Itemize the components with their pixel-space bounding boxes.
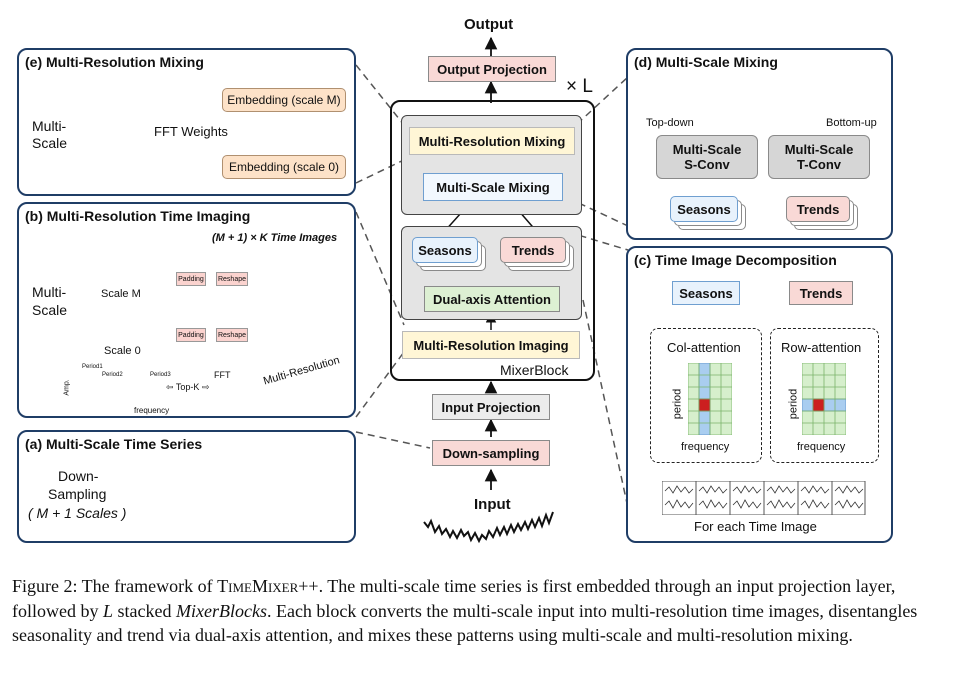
row-attention-box <box>770 328 879 463</box>
panel-a-down: Down- <box>58 468 99 484</box>
seasons-box: Seasons <box>412 237 478 263</box>
col-attention-label: Col-attention <box>667 340 741 355</box>
panel-a-sampling: Sampling <box>48 486 107 502</box>
padding-box-0: Padding <box>176 328 206 342</box>
reshape-box-m: Reshape <box>216 272 248 286</box>
times-l-label: × L <box>566 76 593 97</box>
downsampling-box: Down-sampling <box>432 440 550 466</box>
period1-label: Period1 <box>82 364 103 370</box>
panel-e-multi: Multi- <box>32 118 67 134</box>
ms-mixing-box: Multi-Scale Mixing <box>423 173 563 201</box>
fft-weights-label: FFT Weights <box>154 124 228 139</box>
mixerblock-label: MixerBlock <box>500 362 569 378</box>
figure-caption: Figure 2: The framework of TimeMixer++. … <box>12 574 962 648</box>
caption-L: L <box>102 600 113 621</box>
embedding-scale-m: Embedding (scale M) <box>222 88 346 112</box>
topk-text: Top-K <box>175 382 200 392</box>
time-images-label: (M + 1) × K Time Images <box>212 232 338 244</box>
sconv-box: Multi-Scale S-Conv <box>656 135 758 179</box>
panel-e-scale: Scale <box>32 135 68 151</box>
c-trends-box: Trends <box>789 281 853 305</box>
caption-part-2: . The multi-scale time series is first e… <box>12 576 896 621</box>
mr-imaging-box: Multi-Resolution Imaging <box>402 331 580 359</box>
output-projection-box: Output Projection <box>428 56 556 82</box>
d-trends-box: Trends <box>786 196 850 222</box>
output-label: Output <box>464 16 514 33</box>
topdown-label: Top-down <box>646 117 694 129</box>
embedding-scale-0: Embedding (scale 0) <box>222 155 346 179</box>
d-seasons-box: Seasons <box>670 196 738 222</box>
amp-label: Amp. <box>63 379 71 396</box>
d-trends-stack: Trends <box>786 196 860 230</box>
for-each-label: For each Time Image <box>694 519 817 534</box>
dashed-leaders <box>355 64 629 509</box>
caption-part-1: Figure 2: The framework of <box>12 576 218 596</box>
frequency-label-b: frequency <box>134 406 170 415</box>
scale-0-label: Scale 0 <box>104 345 141 357</box>
period2-label: Period2 <box>102 372 123 378</box>
row-frequency-label: frequency <box>797 441 846 453</box>
bottomup-label: Bottom-up <box>826 117 877 129</box>
panel-a-scales: ( M + 1 Scales ) <box>28 505 127 521</box>
c-seasons-box: Seasons <box>672 281 740 305</box>
caption-mixerblocks: MixerBlocks <box>175 600 267 621</box>
time-image-strip <box>662 481 866 515</box>
mr-mixing-box: Multi-Resolution Mixing <box>409 127 575 155</box>
period3-label: Period3 <box>150 372 171 378</box>
scale-m-label: Scale M <box>101 288 141 300</box>
row-attention-grid <box>802 363 846 435</box>
input-label: Input <box>474 496 511 513</box>
panel-e-title: (e) Multi-Resolution Mixing <box>25 54 204 70</box>
reshape-box-0: Reshape <box>216 328 248 342</box>
mixerblock-frame <box>390 100 595 381</box>
panel-a-title: (a) Multi-Scale Time Series <box>25 436 203 452</box>
trends-stack: Trends <box>500 237 576 271</box>
col-frequency-label: frequency <box>681 441 730 453</box>
panel-b-multi: Multi- <box>32 284 67 300</box>
row-attention-label: Row-attention <box>781 340 862 355</box>
col-attention-grid <box>688 363 732 435</box>
seasons-stack: Seasons <box>412 237 488 271</box>
caption-part-3: stacked <box>113 600 176 621</box>
panel-d-title: (d) Multi-Scale Mixing <box>634 54 778 70</box>
input-projection-box: Input Projection <box>432 394 550 420</box>
caption-part-4: . Each block converts the multi-scale in… <box>12 600 918 646</box>
topk-label: ⇦ Top-K ⇨ <box>166 382 210 392</box>
caption-model-name: TimeMixer++ <box>217 576 319 596</box>
panel-b-title: (b) Multi-Resolution Time Imaging <box>25 208 251 224</box>
tconv-box: Multi-Scale T-Conv <box>768 135 870 179</box>
panel-a <box>17 430 356 543</box>
dual-attention-box: Dual-axis Attention <box>424 286 560 312</box>
input-waveform <box>423 511 554 544</box>
panel-b <box>17 202 356 418</box>
col-attention-box <box>650 328 762 463</box>
d-seasons-stack: Seasons <box>670 196 748 230</box>
row-period-label: period <box>787 388 800 420</box>
trends-box: Trends <box>500 237 566 263</box>
panel-c-title: (c) Time Image Decomposition <box>634 252 837 268</box>
padding-box-m: Padding <box>176 272 206 286</box>
panel-b-scale: Scale <box>32 302 68 318</box>
fft-label: FFT <box>214 370 231 380</box>
col-period-label: period <box>671 388 684 420</box>
